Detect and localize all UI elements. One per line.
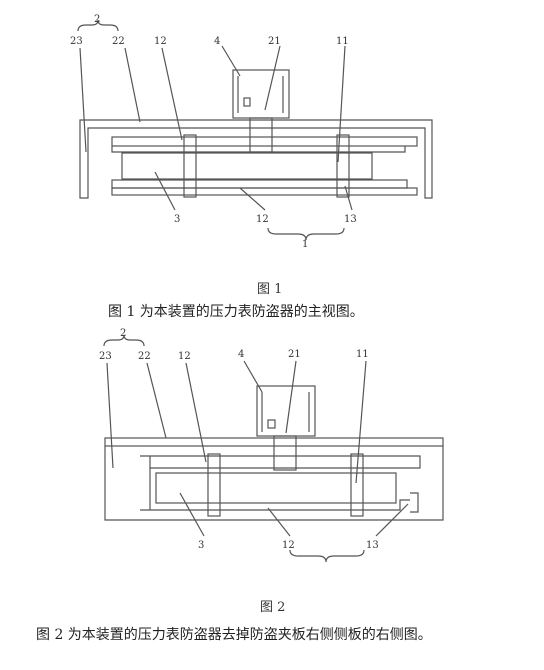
fig2-label-13: 13 — [366, 540, 379, 551]
body-3 — [121, 152, 373, 180]
fig2-label-4: 4 — [238, 349, 244, 360]
figure-1-label: 图 1 — [257, 282, 283, 297]
fig1-label-2: 2 — [94, 14, 100, 25]
figure-2-label: 图 2 — [260, 600, 286, 615]
figure-2-drawing: 2 23 22 12 4 21 11 3 12 13 — [99, 328, 444, 563]
fig1-label-21: 21 — [268, 36, 281, 47]
upper-rail — [111, 136, 418, 147]
clamp-plate-outline — [79, 119, 433, 199]
post-right — [336, 134, 350, 198]
fig1-label-12: 12 — [154, 36, 167, 47]
gauge-4-fig2 — [256, 385, 316, 437]
figure-1-caption: 图 1 为本装置的压力表防盗器的主视图。 — [108, 304, 364, 320]
fig1-label-11: 11 — [336, 36, 349, 47]
lower-rail-2 — [140, 499, 410, 511]
stem-21-fig2 — [273, 435, 297, 471]
fig1-label-12b: 12 — [256, 214, 269, 225]
stem-21 — [249, 117, 273, 153]
fig2-label-22: 22 — [138, 351, 151, 362]
fig1-label-4: 4 — [214, 36, 220, 47]
post-right-2 — [350, 453, 364, 517]
post-left-2 — [207, 453, 221, 517]
post-left — [183, 134, 197, 198]
fig2-label-2: 2 — [120, 328, 126, 339]
side-plate-23 — [104, 446, 444, 521]
fig2-label-21: 21 — [288, 349, 301, 360]
fig1-label-3: 3 — [174, 214, 180, 225]
fig2-label-12: 12 — [178, 351, 191, 362]
fig2-label-11: 11 — [356, 349, 369, 360]
upper-rail-2 — [140, 455, 421, 469]
figure-2-caption: 图 2 为本装置的压力表防盗器去掉防盗夹板右侧侧板的右侧图。 — [36, 627, 432, 643]
fig2-label-3: 3 — [198, 540, 204, 551]
body-3-fig2 — [155, 472, 397, 504]
figure-1-drawing: 2 23 22 12 4 21 11 3 12 13 1 — [70, 14, 433, 250]
fig1-label-1: 1 — [302, 239, 308, 250]
fig2-label-23: 23 — [99, 351, 112, 362]
lower-rail — [111, 179, 408, 189]
fig1-label-23: 23 — [70, 36, 83, 47]
gauge-4 — [232, 69, 290, 119]
fig1-label-13: 13 — [344, 214, 357, 225]
fig2-label-12b: 12 — [282, 540, 295, 551]
fig1-label-22: 22 — [112, 36, 125, 47]
